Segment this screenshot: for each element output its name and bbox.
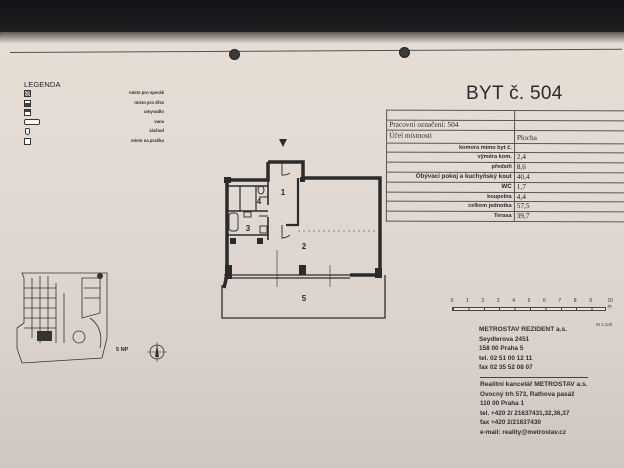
room-number-1: 1 (281, 188, 286, 197)
work-designation: Pracovní označení: 504 (386, 120, 515, 131)
agency-name: Realitní kancelář METROSTAV a.s. (480, 381, 588, 388)
floor-label: 5 NP (116, 347, 129, 353)
agency-contact: Realitní kancelář METROSTAV a.s. Ovocný … (480, 380, 588, 438)
legend-label: záchod (149, 128, 164, 133)
site-plan (16, 272, 108, 364)
room-number-5: 5 (302, 294, 307, 303)
floor-plan: 1 2 3 4 5 (221, 139, 386, 319)
table-row: Terasa 39,7 (386, 211, 624, 222)
legend-item: vana (24, 118, 164, 128)
sink-icon (24, 99, 31, 107)
paper-sheet (0, 32, 624, 468)
table-row: celkem jednotka 57,5 (386, 201, 624, 212)
developer-contact: METROSTAV REZIDENT a.s. Seydlerova 2451 … (479, 325, 567, 373)
legend-label: vana (154, 118, 164, 124)
legend-item: místo na pračku (24, 137, 164, 147)
table-row: WC 1,7 (386, 182, 624, 193)
room-number-2: 2 (302, 242, 307, 251)
legend-label: místo na pračku (131, 137, 164, 143)
room-purpose-label: Účel místnosti (386, 129, 515, 144)
table-row: výměra kom. 2,4 (386, 152, 624, 164)
room-number-4: 4 (257, 197, 262, 206)
area-label: Plocha (514, 130, 624, 144)
scale-ticks: 0 1 2 3 4 5 6 7 8 9 10 m (450, 298, 614, 310)
legend-label: místo pro sporák (129, 90, 164, 95)
punch-hole-right (399, 47, 410, 58)
stove-icon (24, 90, 31, 97)
toilet-icon (25, 128, 30, 135)
bathtub-icon (24, 118, 40, 125)
table-row: Obývací pokoj a kuchyňský kout 40,4 (386, 172, 624, 183)
scale-ratio: M 1:100 (596, 322, 613, 327)
developer-name: METROSTAV REZIDENT a.s. (479, 326, 568, 333)
scale-bar-graphic (452, 307, 606, 311)
agency-phone: tel. +420 2/ 21637431,32,36,37 (480, 409, 570, 417)
legend-label: místo pro dřez (134, 99, 164, 105)
flat-title: BYT č. 504 (466, 83, 563, 104)
washbasin-icon (24, 109, 31, 116)
punch-hole-left (229, 49, 240, 60)
legend-item: umyvadlo (24, 108, 164, 118)
table-row: komora mimo byt č. (386, 142, 624, 154)
legend-label: umyvadlo (143, 109, 164, 114)
area-table: Pracovní označení: 504 Účel místnosti Pl… (386, 110, 624, 223)
agency-email[interactable]: e-mail: reality@metrostav.cz (480, 428, 567, 436)
table-row: koupelna 4,4 (386, 192, 624, 203)
developer-street: Seydlerova 2451 (479, 335, 530, 343)
table-row: Pracovní označení: 504 (386, 120, 624, 131)
developer-phone: tel. 02 51 00 12 11 (479, 354, 533, 362)
developer-fax: fax 02 35 52 08 07 (479, 364, 533, 372)
legend-item: záchod (24, 127, 164, 137)
scale-bar: 0 1 2 3 4 5 6 7 8 9 10 m (448, 298, 618, 322)
north-arrow-icon (147, 342, 167, 362)
washing-machine-icon (24, 137, 31, 145)
legend-item: místo pro sporák (24, 89, 164, 99)
room-number-3: 3 (246, 224, 251, 233)
contact-divider (480, 377, 588, 378)
entrance-arrow-icon (279, 139, 287, 147)
agency-street: Ovocný trh 573, Rathova pasáž (480, 390, 575, 398)
legend-item: místo pro dřez (24, 99, 164, 109)
table-row: Účel místnosti Plocha (386, 129, 624, 144)
agency-city: 110 00 Praha 1 (480, 400, 525, 408)
agency-fax: fax +420 2/21637430 (480, 419, 541, 427)
legend-title: LEGENDA (24, 80, 61, 89)
developer-city: 158 00 Praha 5 (479, 345, 524, 353)
table-row: předsíň 8,6 (386, 162, 624, 173)
legend: LEGENDA místo pro sporák místo pro dřez … (24, 80, 164, 146)
